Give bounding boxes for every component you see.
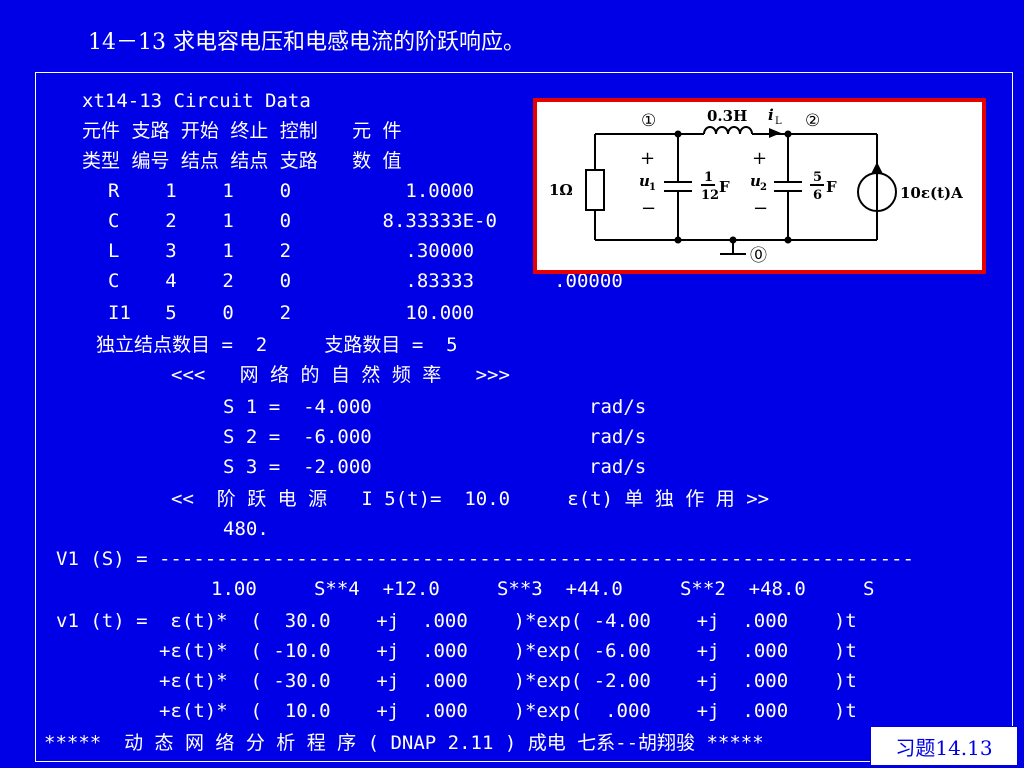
u2-label: u [750,172,761,190]
v1s-denominator: 1.00 S**4 +12.0 S**3 +44.0 S**2 +48.0 S [211,578,875,600]
node-dot-bottom-2 [784,236,792,244]
output-frame: xt14-13 Circuit Data 元件 支路 开始 终止 控制 元 件 … [35,72,1013,762]
u1-label-sub: 1 [649,182,656,193]
current-direction-arrow [769,128,781,138]
program-footer: ***** 动 态 网 络 分 析 程 序 ( DNAP 2.11 ) 成电 七… [44,732,764,754]
u1-minus: − [641,198,656,219]
c1-unit: F [719,178,730,196]
current-source-arrowhead [871,162,883,174]
u1-label: u [639,172,650,190]
natural-frequency-s2: S 2 = -6.000 rad/s [223,426,647,448]
element-row-r: R 1 1 0 1.0000 [108,180,475,202]
c2-denominator: 6 [813,188,822,203]
circuit-data-header: xt14-13 Circuit Data [82,90,311,112]
node-label-1: ① [641,111,656,131]
v1t-term-2: +ε(t)* ( -10.0 +j .000 )*exp( -6.00 +j .… [159,640,857,662]
resistor-label: 1Ω [549,181,573,199]
c2-unit: F [826,178,837,196]
u2-plus: + [752,148,767,169]
circuit-diagram: ① ② ⓪ 0.3H i L 1Ω + u 1 − 1 12 F + u 2 −… [533,98,986,274]
problem-title: 14－13 求电容电压和电感电流的阶跃响应。 [88,30,525,55]
inductor-label: 0.3H [707,107,747,125]
element-row-c2: C 2 1 0 8.33333E-0 [108,210,497,232]
v1s-numerator: 480. [223,518,269,540]
resistor-body [585,169,605,211]
element-row-i1: I1 5 0 2 10.000 [108,302,475,324]
node-label-0: ⓪ [750,246,767,266]
natural-frequency-header: <<< 网 络 的 自 然 频 率 >>> [171,364,510,386]
natural-frequency-s3: S 3 = -2.000 rad/s [223,456,647,478]
v1t-term-3: +ε(t)* ( -30.0 +j .000 )*exp( -2.00 +j .… [159,670,857,692]
c2-numerator: 5 [813,170,822,185]
inductor-coil [703,126,753,135]
natural-frequency-s1: S 1 = -4.000 rad/s [223,396,647,418]
circuit-svg: ① ② ⓪ 0.3H i L 1Ω + u 1 − 1 12 F + u 2 −… [549,106,963,266]
column-header-row1: 元件 支路 开始 终止 控制 元 件 [82,120,402,142]
node-dot-1 [674,130,682,138]
exercise-badge: 习题14.13 [870,726,1018,766]
source-label: 10ε(t)A [900,184,963,202]
column-header-row2: 类型 编号 结点 结点 支路 数 值 [82,150,402,172]
node-label-2: ② [805,111,820,131]
u2-label-sub: 2 [760,182,767,193]
node-dot-2 [784,130,792,138]
node-dot-ground [729,236,737,244]
current-label: i [768,106,774,124]
v1t-term-4: +ε(t)* ( 10.0 +j .000 )*exp( .000 +j .00… [159,700,857,722]
c1-denominator: 12 [701,188,719,203]
v1t-term-1: v1 (t) = ε(t)* ( 30.0 +j .000 )*exp( -4.… [56,610,857,632]
v1s-fraction-bar: V1 (S) = -------------------------------… [56,548,914,570]
node-branch-count: 独立结点数目 = 2 支路数目 = 5 [96,334,458,356]
u1-plus: + [640,148,655,169]
current-label-sub: L [775,116,782,127]
u2-minus: − [753,198,768,219]
element-row-c4: C 4 2 0 .83333 .00000 [108,270,623,292]
element-row-l: L 3 1 2 .30000 [108,240,475,262]
node-dot-bottom-1 [674,236,682,244]
c1-numerator: 1 [704,170,713,185]
step-source-header: << 阶 跃 电 源 I 5(t)= 10.0 ε(t) 单 独 作 用 >> [171,488,770,510]
